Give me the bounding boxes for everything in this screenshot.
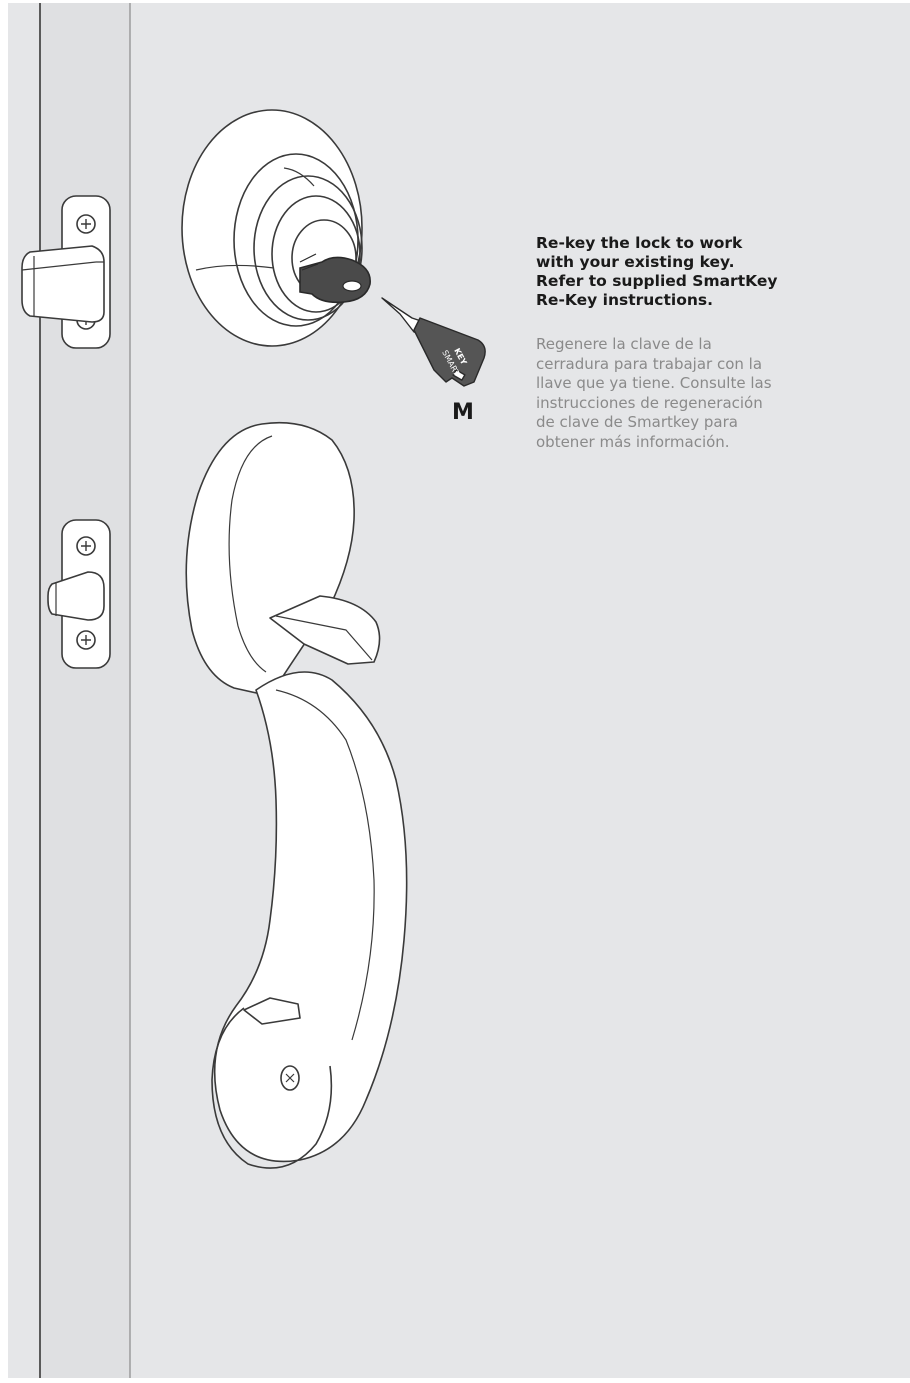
instruction-english: Re-key the lock to work with your existi… — [536, 234, 836, 310]
background-panel — [8, 3, 910, 1378]
tool-callout-letter: M — [452, 400, 474, 425]
instruction-spanish: Regenere la clave de la cerradura para t… — [536, 335, 836, 452]
